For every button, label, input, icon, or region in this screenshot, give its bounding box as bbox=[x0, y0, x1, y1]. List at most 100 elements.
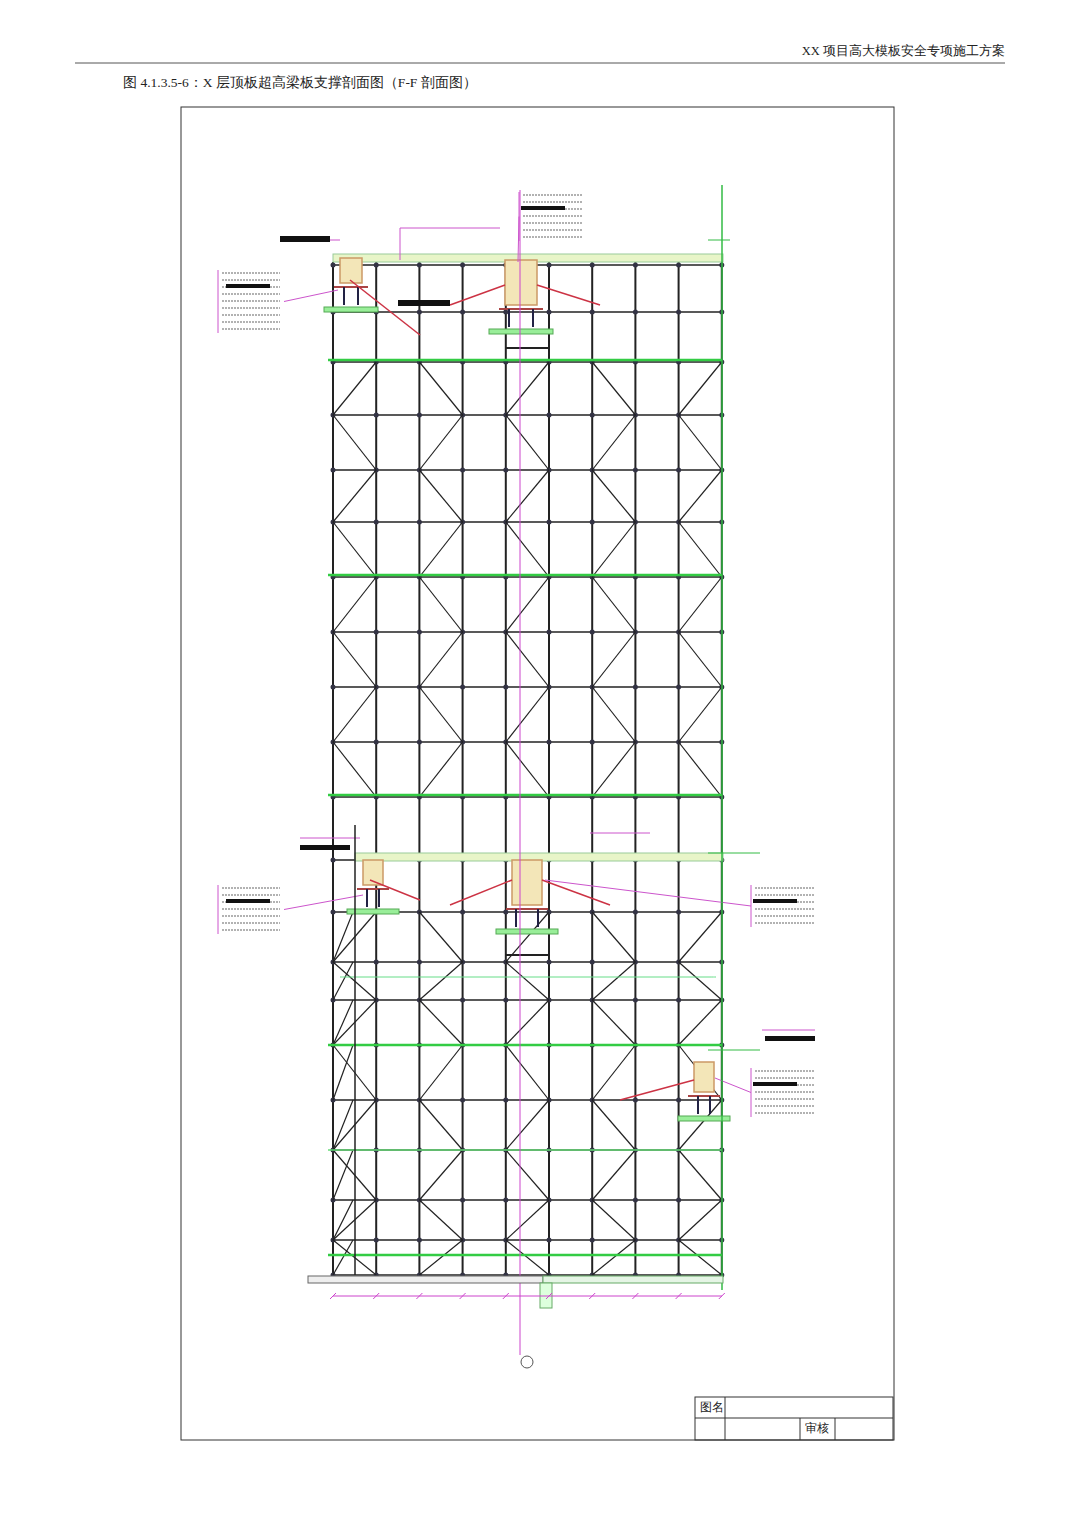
diagonal-brace bbox=[333, 632, 376, 687]
beam-pad bbox=[324, 307, 378, 312]
ledger bbox=[333, 521, 722, 523]
note-stroke bbox=[222, 279, 280, 280]
diagonal-brace bbox=[419, 470, 462, 522]
diagonal-brace bbox=[333, 742, 376, 797]
diagonal-brace bbox=[679, 912, 722, 962]
node-joint bbox=[331, 468, 336, 473]
node-joint bbox=[590, 413, 595, 418]
diagonal-brace bbox=[592, 1150, 635, 1200]
leader-note bbox=[218, 270, 338, 333]
diagonal-brace bbox=[592, 1045, 635, 1100]
diagonal-brace bbox=[506, 362, 549, 415]
diagonal-brace bbox=[592, 687, 635, 742]
ledger bbox=[505, 954, 548, 956]
horizontal-brace bbox=[328, 1254, 722, 1257]
ledger bbox=[333, 1199, 722, 1201]
node-joint bbox=[547, 1238, 552, 1243]
note-bar bbox=[753, 899, 797, 903]
leader-note bbox=[218, 885, 363, 934]
diagonal-brace bbox=[506, 522, 549, 577]
page-header: XX 项目高大模板安全专项施工方案 bbox=[802, 44, 1005, 59]
note-stroke bbox=[222, 321, 280, 322]
node-joint bbox=[417, 413, 422, 418]
diagonal-brace bbox=[679, 962, 722, 1000]
note-stroke bbox=[755, 1098, 815, 1099]
ledger bbox=[333, 686, 722, 688]
node-joint bbox=[547, 740, 552, 745]
node-joint bbox=[503, 1098, 508, 1103]
diagonal-brace bbox=[419, 522, 462, 577]
leader-note bbox=[545, 880, 815, 927]
diagonal-brace bbox=[419, 962, 462, 1000]
note-stroke bbox=[523, 215, 583, 216]
beam-section bbox=[512, 860, 542, 905]
note-bar bbox=[521, 206, 565, 210]
axis-line bbox=[520, 190, 521, 1355]
note-stroke bbox=[523, 222, 583, 223]
title-block-label: 图名 bbox=[700, 1400, 724, 1414]
note-bar bbox=[765, 1036, 815, 1041]
note-stroke bbox=[755, 894, 815, 895]
leader-line bbox=[590, 833, 650, 834]
title-block-rule bbox=[800, 1418, 801, 1440]
diagonal-brace bbox=[506, 742, 549, 797]
beam-section bbox=[694, 1062, 714, 1092]
note-stroke bbox=[523, 194, 583, 195]
diagonal-brace bbox=[592, 1000, 635, 1045]
node-joint bbox=[590, 310, 595, 315]
leader-line bbox=[300, 838, 360, 839]
node-joint bbox=[547, 520, 552, 525]
node-joint bbox=[547, 630, 552, 635]
node-joint bbox=[417, 520, 422, 525]
diagonal-brace bbox=[333, 962, 353, 1000]
diagonal-brace bbox=[679, 522, 722, 577]
diagonal-brace bbox=[333, 1150, 353, 1200]
ledger bbox=[333, 999, 722, 1001]
figure-caption: 图 4.1.3.5-6：X 层顶板超高梁板支撑剖面图（F-F 剖面图） bbox=[123, 75, 477, 91]
ledger bbox=[333, 1099, 722, 1101]
node-joint bbox=[374, 630, 379, 635]
inclined-strut bbox=[350, 280, 420, 335]
note-stroke bbox=[755, 922, 815, 923]
node-joint bbox=[676, 910, 681, 915]
diagonal-brace bbox=[679, 1200, 722, 1240]
node-joint bbox=[417, 630, 422, 635]
diagonal-brace bbox=[592, 632, 635, 687]
note-stroke bbox=[222, 908, 280, 909]
diagonal-brace bbox=[506, 470, 549, 522]
note-stroke bbox=[755, 1070, 815, 1071]
inclined-strut bbox=[537, 285, 600, 305]
dimension-tick bbox=[676, 1293, 682, 1299]
diagonal-brace bbox=[592, 577, 635, 632]
node-joint bbox=[417, 263, 422, 268]
note-stroke bbox=[222, 929, 280, 930]
diagonal-brace bbox=[679, 470, 722, 522]
axis-bubble bbox=[521, 1356, 533, 1368]
drawing-frame bbox=[181, 107, 894, 1440]
diagonal-brace bbox=[592, 1100, 635, 1150]
diagonal-brace bbox=[679, 742, 722, 797]
node-joint bbox=[633, 1098, 638, 1103]
diagonal-brace bbox=[419, 577, 462, 632]
node-joint bbox=[503, 310, 508, 315]
leader-line bbox=[400, 228, 500, 229]
beam-pad bbox=[496, 929, 558, 934]
ledger bbox=[333, 796, 722, 798]
diagonal-brace bbox=[679, 1240, 722, 1275]
inclined-strut bbox=[620, 1080, 694, 1100]
note-stroke bbox=[755, 1091, 815, 1092]
leader-line bbox=[400, 228, 401, 260]
node-joint bbox=[633, 910, 638, 915]
leader-note bbox=[518, 192, 583, 262]
node-joint bbox=[374, 263, 379, 268]
diagonal-brace bbox=[506, 1150, 549, 1200]
diagonal-brace bbox=[679, 415, 722, 470]
leader-note bbox=[715, 1068, 815, 1117]
diagonal-brace bbox=[419, 1100, 462, 1150]
diagonal-brace bbox=[419, 1000, 462, 1045]
ledger bbox=[333, 576, 722, 578]
diagonal-brace bbox=[419, 687, 462, 742]
node-joint bbox=[460, 310, 465, 315]
node-joint bbox=[460, 263, 465, 268]
diagonal-brace bbox=[333, 1045, 353, 1100]
